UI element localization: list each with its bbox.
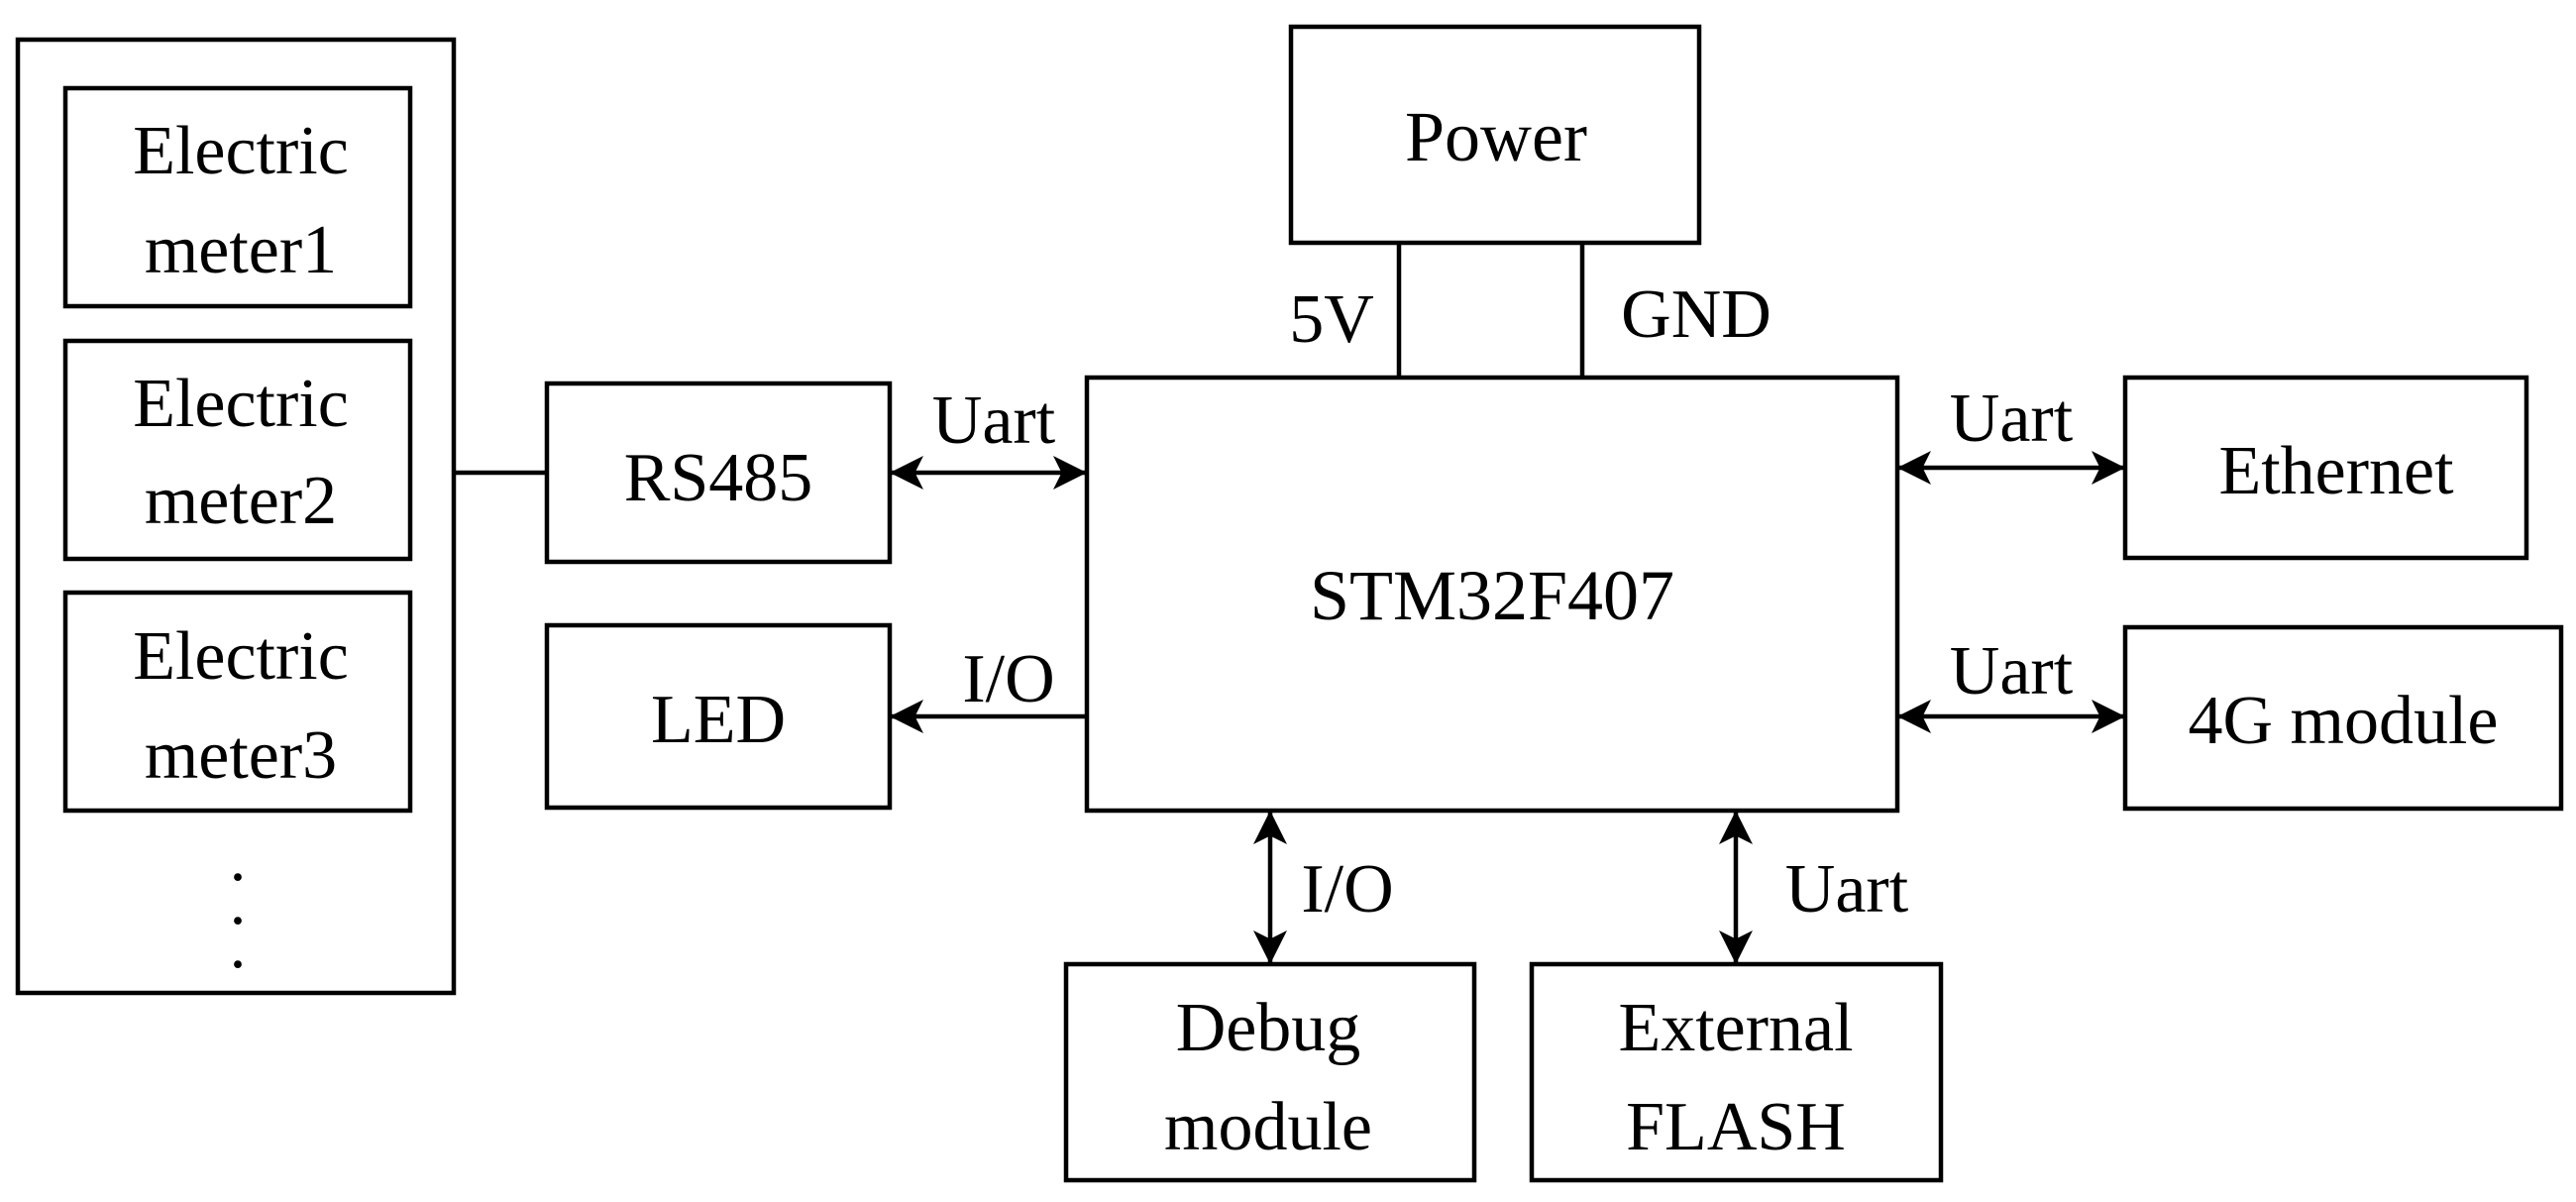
module-4g-label: 4G module [2188,683,2498,759]
led-label: LED [651,682,786,758]
debug-label-line2: module [1164,1089,1372,1165]
led-io-label: I/O [962,641,1054,717]
flash-box [1529,961,1944,1183]
meter-3-label-line1: Electric [133,618,349,695]
power-gnd-label: GND [1621,276,1771,353]
meter-2-label-line1: Electric [133,366,349,442]
rs485-box [544,381,893,565]
rs485-label: RS485 [624,440,813,516]
mcu-box [1084,375,1900,814]
meter-2-label-line2: meter2 [145,463,337,539]
led-box [544,622,893,811]
debug-box [1063,961,1477,1183]
power-label: Power [1405,97,1587,176]
debug-label-line1: Debug [1176,990,1361,1066]
meter-3-label-line2: meter3 [145,717,337,794]
meter-1-label-line1: Electric [133,113,349,189]
module-4g-uart-label: Uart [1950,633,2074,710]
ethernet-box [2122,375,2529,561]
meter-2-box [62,338,413,562]
ellipsis-dot-3: . [230,910,247,982]
meters-ellipsis: . . . [230,822,247,982]
rs485-uart-label: Uart [932,382,1056,459]
ellipsis-dot-1: . [230,822,247,895]
module-4g-box [2122,624,2564,812]
mcu-label: STM32F407 [1310,556,1674,635]
power-5v-label: 5V [1289,281,1374,358]
meter-1-label-line2: meter1 [145,212,337,288]
ethernet-uart-label: Uart [1950,381,2074,457]
flash-label-line2: FLASH [1626,1089,1846,1165]
meter-3-box [62,590,413,814]
meter-1-box [62,85,413,309]
flash-label-line1: External [1618,990,1853,1066]
flash-uart-label: Uart [1785,851,1909,928]
ellipsis-dot-2: . [230,866,247,938]
debug-io-label: I/O [1301,851,1393,928]
ethernet-label: Ethernet [2218,433,2454,509]
power-box [1288,24,1702,246]
